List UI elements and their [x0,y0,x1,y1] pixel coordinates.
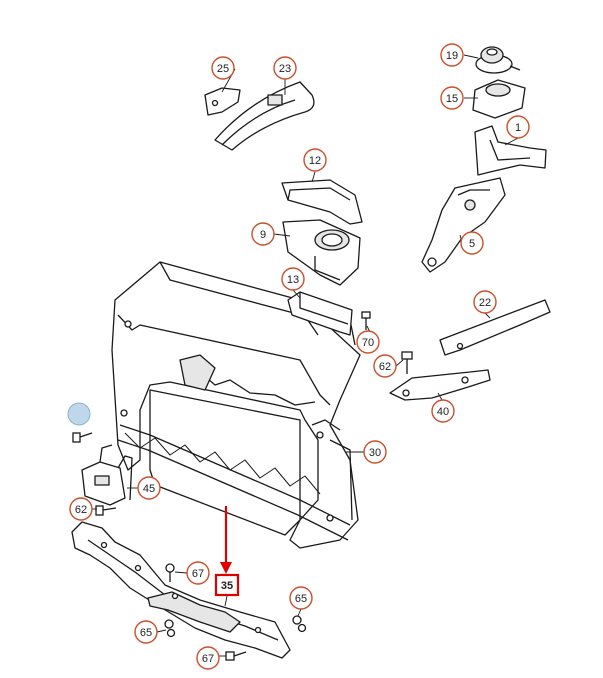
callout-70[interactable]: 70 [356,330,380,354]
callout-label: 5 [469,238,475,250]
callout-30[interactable]: 30 [363,440,387,464]
callout-22[interactable]: 22 [473,290,497,314]
wheelhouse-part-23 [214,81,315,151]
callout-65-right[interactable]: 65 [289,586,313,610]
callout-label: 67 [192,568,204,580]
callout-45[interactable]: 45 [137,476,161,500]
callout-62-left[interactable]: 62 [69,497,93,521]
bolt-70 [361,311,371,330]
callout-40[interactable]: 40 [431,399,455,423]
bracket-part-40 [389,369,491,401]
nut-65-right [292,615,307,633]
callout-13[interactable]: 13 [281,267,305,291]
cross-member-part-35 [71,521,291,659]
callout-label: 9 [260,229,266,241]
callout-label: 62 [379,361,391,373]
bracket-part-1 [474,125,547,176]
callout-label: 22 [479,297,491,309]
bracket-part-5 [421,177,506,273]
callout-19[interactable]: 19 [440,43,464,67]
callout-label: 23 [279,63,291,75]
callout-62-right[interactable]: 62 [373,354,397,378]
callout-label: 45 [143,483,155,495]
callout-9[interactable]: 9 [251,222,275,246]
callout-35-highlighted[interactable]: 35 [214,573,240,597]
callout-15[interactable]: 15 [440,86,464,110]
callout-label: 13 [287,274,299,286]
callout-label: 25 [217,63,229,75]
strut-cap-part-15 [472,79,526,119]
callout-23[interactable]: 23 [273,56,297,80]
blank-callout-marker [67,402,91,426]
screw-67-bottom [225,651,247,661]
callout-label: 70 [362,337,374,349]
callout-label: 1 [515,122,521,134]
callout-65-left[interactable]: 65 [134,620,158,644]
bolt-62-left [95,505,117,516]
callout-label: 35 [221,580,233,592]
callout-1[interactable]: 1 [506,115,530,139]
callout-label: 19 [446,50,458,62]
bracket-part-25 [204,87,241,116]
callout-label: 67 [202,653,214,665]
callout-label: 65 [295,593,307,605]
callout-5[interactable]: 5 [460,231,484,255]
bolt-62-right [401,351,413,374]
callout-25[interactable]: 25 [211,56,235,80]
callout-67-top[interactable]: 67 [186,561,210,585]
callout-label: 65 [140,627,152,639]
bracket-part-45 [81,444,133,506]
callout-label: 40 [437,406,449,418]
callout-label: 62 [75,504,87,516]
front-carrier-part [111,261,361,549]
strut-mount-part-19 [475,46,521,74]
bolt-left-upper [72,432,93,443]
bracket-part-22 [439,299,551,356]
callout-67-bottom[interactable]: 67 [196,646,220,670]
highlight-arrow [220,506,232,574]
air-duct-part-9 [282,219,361,286]
callout-12[interactable]: 12 [303,148,327,172]
air-guide-part-12 [281,179,363,225]
callout-label: 15 [446,93,458,105]
screw-67-top [165,563,175,582]
callout-label: 30 [369,447,381,459]
callout-label: 12 [309,155,321,167]
nut-65-left [164,619,176,638]
